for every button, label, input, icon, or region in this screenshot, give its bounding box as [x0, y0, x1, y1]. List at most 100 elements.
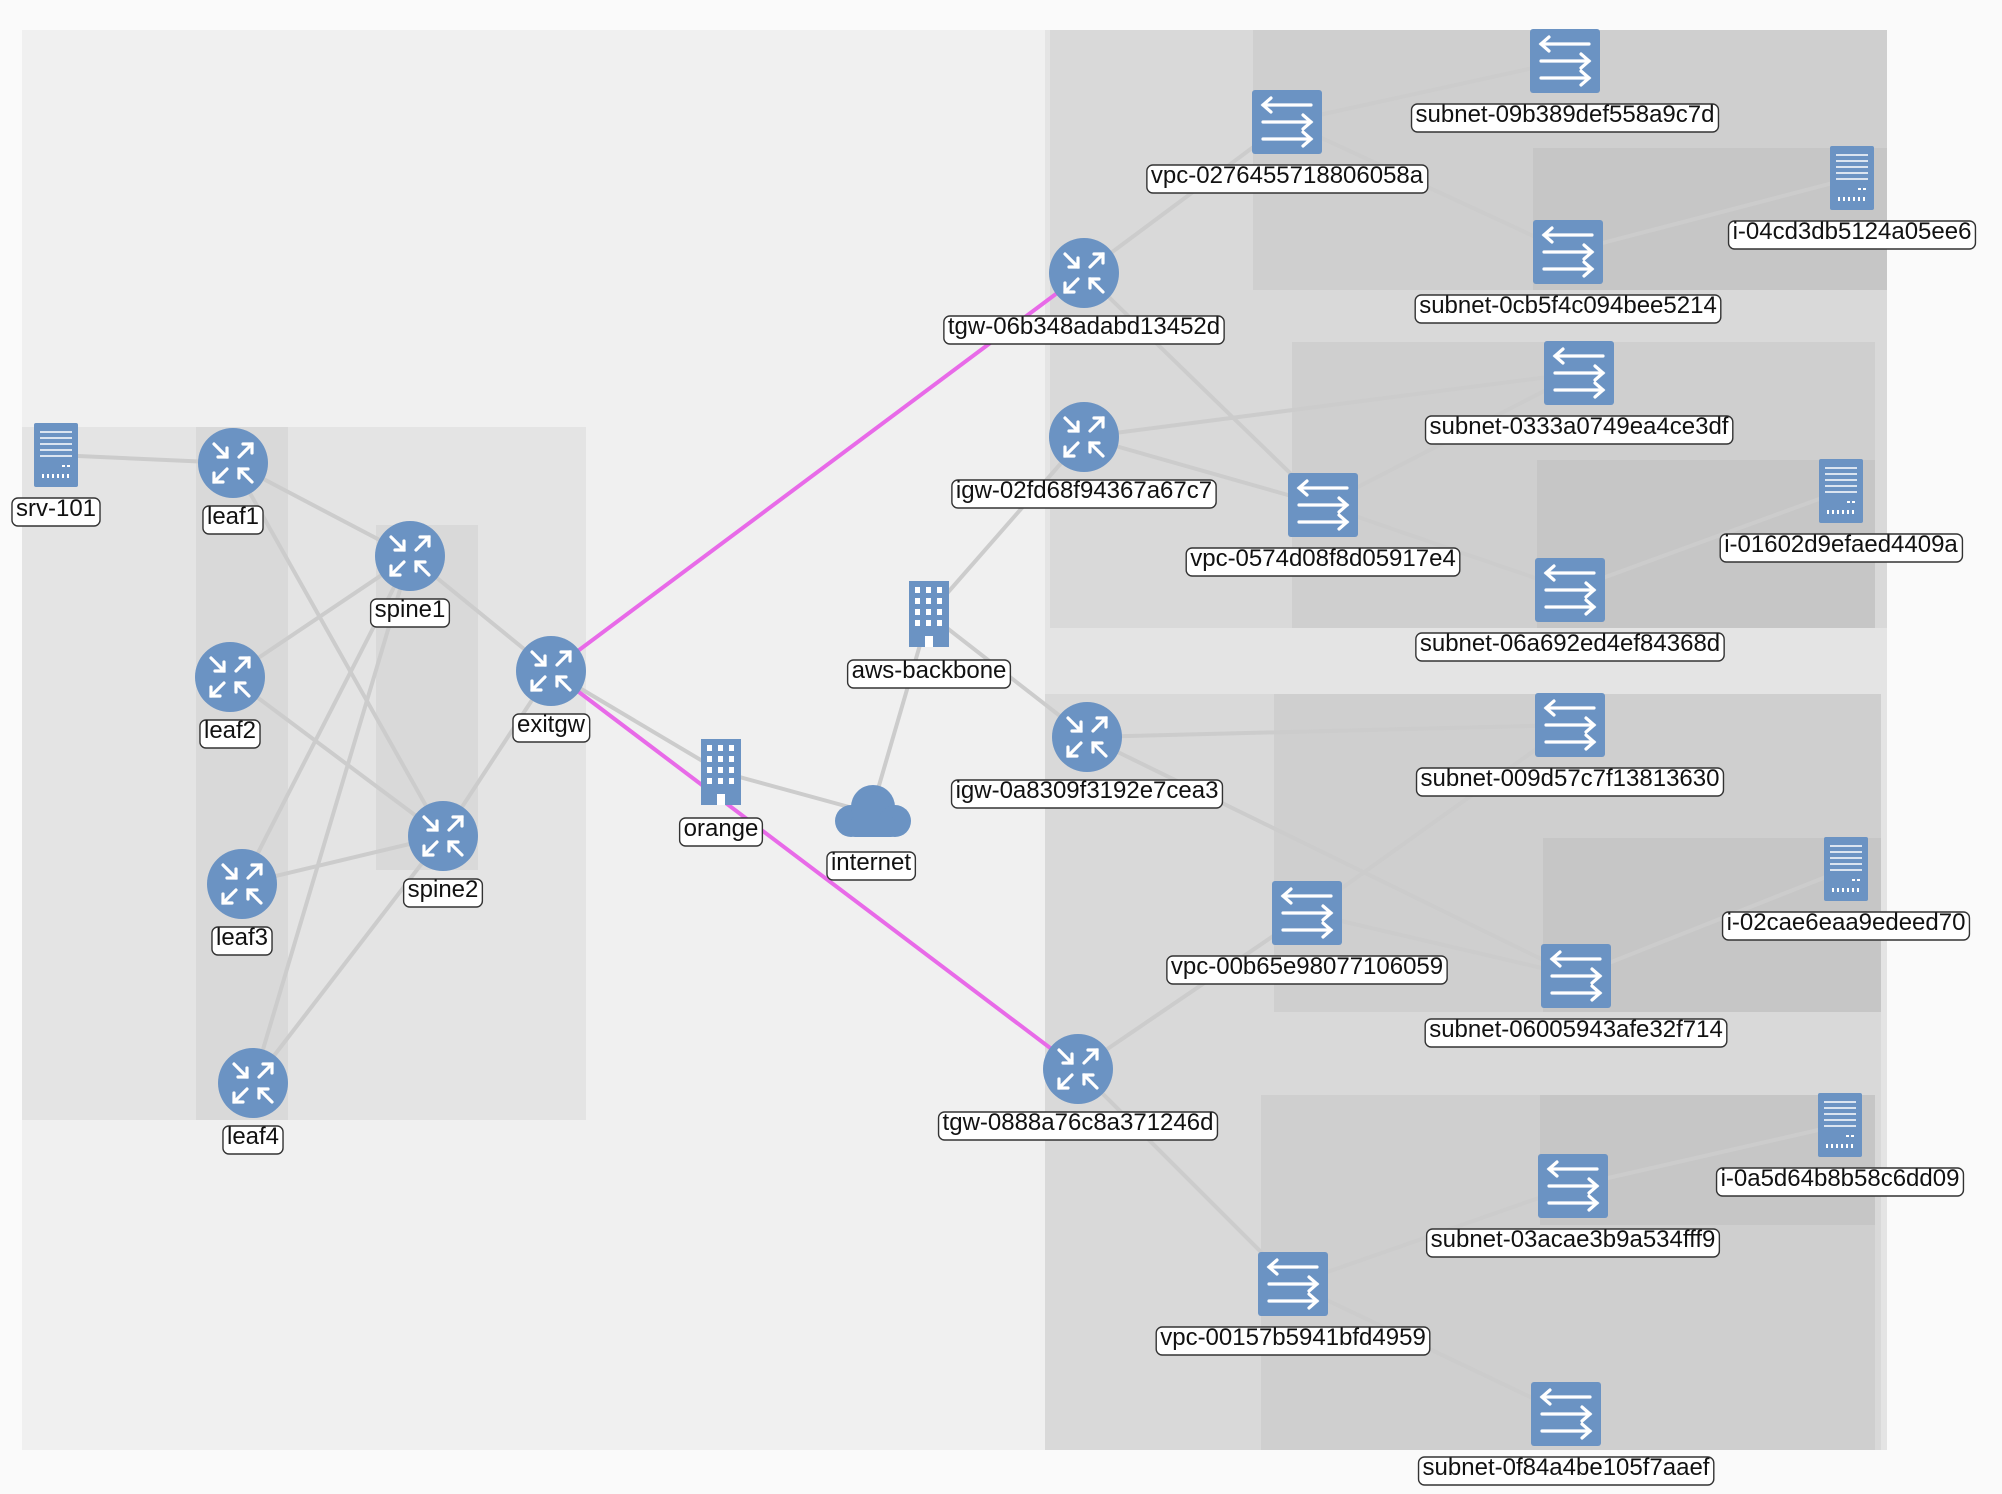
node-subnet-009d57c7f13813630[interactable]: subnet-009d57c7f13813630 [1415, 691, 1725, 797]
label-background [211, 926, 273, 956]
node-label: subnet-0333a0749ea4ce3df [1430, 413, 1729, 440]
edge-vpc-00b65e98077106059-to-subnet-06005943afe32f714 [1306, 911, 1577, 978]
router-icon [205, 847, 279, 921]
node-label: i-0a5d64b8b58c6dd09 [1721, 1165, 1960, 1192]
node-label-box: i-02cae6eaa9edeed70 [1721, 909, 1971, 941]
node-i-04cd3db5124a05ee6[interactable]: i-04cd3db5124a05ee6 [1727, 145, 1977, 250]
node-label: subnet-03acae3b9a534fff9 [1431, 1226, 1716, 1253]
node-vpc-00b65e98077106059[interactable]: vpc-00b65e98077106059 [1166, 879, 1448, 985]
label-background [369, 598, 451, 628]
node-tgw-06b348adabd13452d[interactable]: tgw-06b348adabd13452d [943, 236, 1225, 345]
switch-icon [1536, 1152, 1610, 1220]
label-background [1415, 632, 1725, 662]
edge-internet-to-aws-backbone [869, 613, 931, 814]
edge-tgw-0888a76c8a371246d-to-vpc-00157b5941bfd4959 [1076, 1067, 1295, 1286]
node-layer: srv-101 leaf1 leaf2 leaf3 leaf4 spine1 spine2 e… [11, 27, 1977, 1486]
node-i-01602d9efaed4409a[interactable]: i-01602d9efaed4409a [1719, 458, 1964, 563]
node-subnet-06a692ed4ef84368d[interactable]: subnet-06a692ed4ef84368d [1415, 556, 1725, 662]
router-icon [193, 640, 267, 714]
node-label-box: subnet-03acae3b9a534fff9 [1425, 1226, 1721, 1258]
edge-igw-02fd68f94367a67c7-to-vpc-0574d08f8d05917e4 [1083, 435, 1324, 507]
node-leaf2[interactable]: leaf2 [193, 640, 267, 749]
node-vpc-0276455718806058a[interactable]: vpc-0276455718806058a [1146, 88, 1429, 194]
edge-leaf4-to-spine2 [251, 834, 445, 1085]
node-orange[interactable]: orange [678, 739, 764, 847]
label-background [199, 719, 261, 749]
node-label: subnet-06005943afe32f714 [1429, 1016, 1723, 1043]
node-leaf3[interactable]: leaf3 [205, 847, 279, 956]
node-label-box: srv-101 [11, 495, 101, 527]
node-i-0a5d64b8b58c6dd09[interactable]: i-0a5d64b8b58c6dd09 [1715, 1092, 1965, 1197]
node-label: i-02cae6eaa9edeed70 [1727, 909, 1966, 936]
node-i-02cae6eaa9edeed70[interactable]: i-02cae6eaa9edeed70 [1721, 836, 1971, 941]
router-icon [514, 634, 588, 708]
edge-leaf2-to-spine2 [228, 675, 445, 838]
node-vpc-0574d08f8d05917e4[interactable]: vpc-0574d08f8d05917e4 [1185, 471, 1461, 577]
node-subnet-06005943afe32f714[interactable]: subnet-06005943afe32f714 [1424, 942, 1728, 1048]
node-label: leaf3 [216, 924, 268, 951]
node-label-box: subnet-09b389def558a9c7d [1410, 101, 1720, 133]
label-background [1415, 767, 1725, 797]
label-background [1414, 294, 1722, 324]
server-icon [1817, 1092, 1863, 1158]
label-background [402, 878, 484, 908]
node-label-box: vpc-0276455718806058a [1146, 162, 1429, 194]
node-label-box: igw-02fd68f94367a67c7 [951, 477, 1217, 509]
node-subnet-03acae3b9a534fff9[interactable]: subnet-03acae3b9a534fff9 [1425, 1152, 1721, 1258]
node-label: vpc-00b65e98077106059 [1171, 953, 1443, 980]
switch-icon [1270, 879, 1344, 947]
label-background [1715, 1167, 1965, 1197]
node-subnet-0333a0749ea4ce3df[interactable]: subnet-0333a0749ea4ce3df [1424, 339, 1734, 445]
switch-icon [1528, 27, 1602, 95]
node-label-box: leaf4 [222, 1123, 284, 1155]
edge-aws-backbone-to-igw-02fd68f94367a67c7 [927, 435, 1086, 616]
label-background [1410, 103, 1720, 133]
node-label-box: subnet-009d57c7f13813630 [1415, 765, 1725, 797]
node-internet[interactable]: internet [826, 785, 917, 881]
node-spine2[interactable]: spine2 [402, 799, 484, 908]
node-spine1[interactable]: spine1 [369, 519, 451, 628]
node-subnet-0f84a4be105f7aaef[interactable]: subnet-0f84a4be105f7aaef [1417, 1380, 1715, 1486]
node-label: leaf4 [227, 1123, 279, 1150]
label-background [950, 779, 1224, 809]
node-label: subnet-0f84a4be105f7aaef [1423, 1454, 1710, 1481]
node-label-box: leaf3 [211, 924, 273, 956]
node-label-box: subnet-06a692ed4ef84368d [1415, 630, 1725, 662]
label-background [222, 1125, 284, 1155]
node-vpc-00157b5941bfd4959[interactable]: vpc-00157b5941bfd4959 [1155, 1250, 1431, 1356]
node-label-box: aws-backbone [846, 657, 1012, 689]
label-background [1155, 1326, 1431, 1356]
label-background [951, 479, 1217, 509]
node-tgw-0888a76c8a371246d[interactable]: tgw-0888a76c8a371246d [937, 1032, 1219, 1141]
node-leaf1[interactable]: leaf1 [196, 426, 270, 535]
router-icon [1047, 236, 1121, 310]
edge-igw-0a8309f3192e7cea3-to-subnet-06005943afe32f714 [1086, 735, 1577, 978]
node-label: tgw-06b348adabd13452d [948, 313, 1220, 340]
node-label-box: spine1 [369, 596, 451, 628]
switch-icon [1542, 339, 1616, 407]
node-label-box: vpc-00b65e98077106059 [1166, 953, 1448, 985]
switch-icon [1539, 942, 1613, 1010]
node-leaf4[interactable]: leaf4 [216, 1046, 290, 1155]
label-background [202, 505, 264, 535]
label-background [943, 315, 1225, 345]
router-icon [406, 799, 480, 873]
edge-subnet-06a692ed4ef84368d-to-i-01602d9efaed4409a [1569, 489, 1842, 592]
edge-igw-0a8309f3192e7cea3-to-subnet-009d57c7f13813630 [1086, 723, 1571, 739]
node-label: igw-0a8309f3192e7cea3 [956, 777, 1219, 804]
edge-vpc-00b65e98077106059-to-subnet-009d57c7f13813630 [1305, 723, 1572, 915]
edge-vpc-0276455718806058a-to-subnet-09b389def558a9c7d [1286, 59, 1566, 124]
node-aws-backbone[interactable]: aws-backbone [846, 581, 1012, 689]
node-subnet-0cb5f4c094bee5214[interactable]: subnet-0cb5f4c094bee5214 [1414, 218, 1722, 324]
edge-igw-02fd68f94367a67c7-to-subnet-0333a0749ea4ce3df [1083, 371, 1580, 439]
node-subnet-09b389def558a9c7d[interactable]: subnet-09b389def558a9c7d [1410, 27, 1720, 133]
node-srv-101[interactable]: srv-101 [11, 422, 101, 527]
node-igw-0a8309f3192e7cea3[interactable]: igw-0a8309f3192e7cea3 [950, 700, 1224, 809]
node-exitgw[interactable]: exitgw [512, 634, 591, 743]
label-background [678, 817, 764, 847]
node-label: vpc-0276455718806058a [1151, 162, 1424, 189]
node-label-box: tgw-06b348adabd13452d [943, 313, 1225, 345]
node-igw-02fd68f94367a67c7[interactable]: igw-02fd68f94367a67c7 [951, 400, 1217, 509]
label-background [1185, 547, 1461, 577]
router-icon [196, 426, 270, 500]
